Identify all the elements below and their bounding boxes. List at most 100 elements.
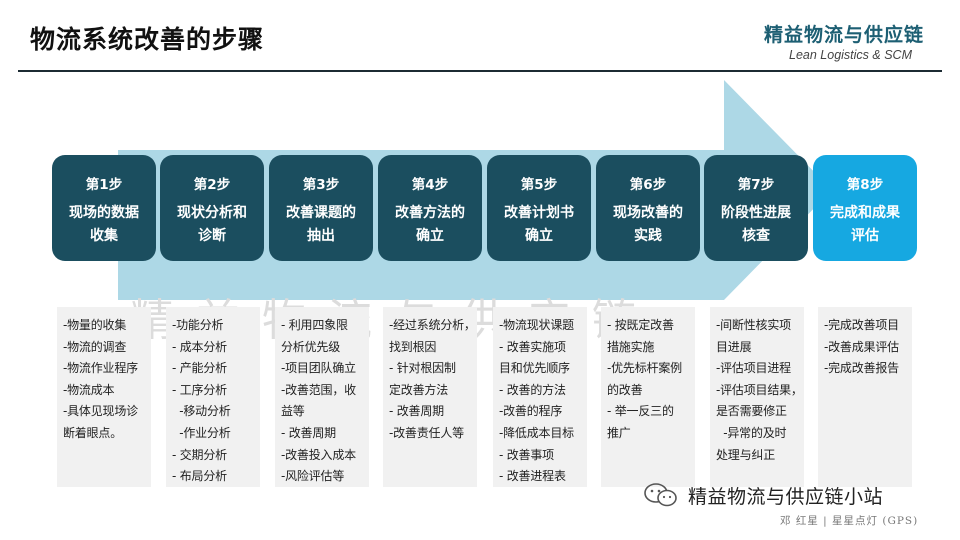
detail-item: -项目团队确立 [281, 361, 356, 376]
detail-item: -改善责任人等 [389, 425, 464, 440]
detail-item: - 针对根因制 [389, 361, 456, 376]
detail-item: -评估项目进程 [716, 361, 791, 376]
detail-item: -完成改善报告 [824, 361, 899, 376]
step-title: 核查 [742, 228, 770, 244]
step-detail-panel-2: -功能分析 - 成本分析 - 产能分析 - 工序分析 -移动分析 -作业分析 - 交期分… [166, 307, 260, 487]
detail-item: -物流的调查 [63, 339, 127, 354]
step-number: 第3步 [302, 177, 340, 193]
page-title: 物流系统改善的步骤 [30, 25, 265, 54]
step-title: 评估 [851, 228, 879, 244]
detail-item: 益等 [281, 404, 305, 419]
detail-item: -作业分析 [172, 425, 231, 440]
detail-item: -物流现状课题 [499, 318, 574, 332]
step-box-8: 第8步完成和成果评估 [813, 155, 917, 261]
detail-item: - 改善周期 [281, 425, 336, 440]
header-divider [18, 70, 942, 72]
step-title: 确立 [525, 228, 553, 244]
step-box-5: 第5步改善计划书确立 [487, 155, 591, 261]
detail-item: -改善成果评估 [824, 339, 899, 354]
detail-item: - 举一反三的 [607, 404, 674, 419]
detail-item: -移动分析 [172, 404, 231, 419]
step-box-1: 第1步现场的数据收集 [52, 155, 156, 261]
detail-item: -具体见现场诊 [63, 404, 138, 419]
account-name: 精益物流与供应链小站 [688, 486, 884, 508]
step-box-2: 第2步现状分析和诊断 [160, 155, 264, 261]
detail-item: 目进展 [716, 339, 752, 354]
detail-item: -功能分析 [172, 318, 224, 332]
detail-item: -评估项目结果， [716, 382, 803, 397]
step-number: 第4步 [411, 177, 449, 193]
detail-item: - 按既定改善 [607, 318, 674, 332]
step-box-7: 第7步阶段性进展核查 [704, 155, 808, 261]
step-title: 现场的数据 [69, 205, 139, 221]
detail-item: -降低成本目标 [499, 425, 574, 440]
detail-item: -改善范围，收 [281, 382, 356, 397]
detail-item: -优先标杆案例 [607, 361, 682, 376]
detail-item: -经过系统分析， [389, 318, 476, 332]
step-title: 改善课题的 [286, 205, 356, 221]
step-title: 收集 [90, 228, 118, 244]
step-title: 实践 [634, 228, 662, 244]
detail-item: -物量的收集 [63, 318, 127, 332]
detail-item: 处理与纠正 [716, 447, 776, 462]
author-credit: 邓 红星 | 星星点灯 (GPS) [780, 515, 919, 527]
detail-item: -物流成本 [63, 382, 115, 397]
detail-item: -物流作业程序 [63, 361, 138, 376]
step-detail-panel-8: -完成改善项目 -改善成果评估 -完成改善报告 [818, 307, 912, 487]
step-number: 第6步 [629, 177, 667, 193]
step-number: 第8步 [846, 177, 884, 193]
detail-item: - 改善实施项 [499, 339, 566, 354]
step-number: 第2步 [193, 177, 231, 193]
step-title: 确立 [416, 228, 444, 244]
step-title: 抽出 [307, 228, 335, 244]
step-detail-panel-7: -间断性核实项目进展 -评估项目进程 -评估项目结果， 是否需要修正 -异常的及时处理… [710, 307, 804, 487]
brand-name-en: Lean Logistics & SCM [789, 48, 912, 62]
step-title: 改善方法的 [395, 205, 465, 221]
detail-item: - 布局分析 [172, 469, 227, 484]
step-detail-panel-3: - 利用四象限分析优先级 -项目团队确立 -改善范围，收益等 - 改善周期 -改善投入成… [275, 307, 369, 487]
step-box-4: 第4步改善方法的确立 [378, 155, 482, 261]
step-title: 完成和成果 [830, 205, 900, 221]
step-number: 第1步 [85, 177, 123, 193]
detail-item: 推广 [607, 425, 631, 440]
step-title: 改善计划书 [504, 205, 574, 221]
step-box-6: 第6步现场改善的实践 [596, 155, 700, 261]
detail-item: 措施实施 [607, 339, 655, 354]
step-detail-panel-6: - 按既定改善措施实施 -优先标杆案例的改善 - 举一反三的推广 [601, 307, 695, 487]
detail-item: 的改善 [607, 382, 643, 397]
detail-item: -异常的及时 [716, 425, 787, 440]
detail-item: -风险评估等 [281, 469, 345, 484]
step-number: 第7步 [737, 177, 775, 193]
detail-item: 分析优先级 [281, 339, 341, 354]
step-detail-panel-1: -物量的收集 -物流的调查 -物流作业程序 -物流成本 -具体见现场诊断着眼点。 [57, 307, 151, 487]
step-box-3: 第3步改善课题的抽出 [269, 155, 373, 261]
detail-item: -改善的程序 [499, 404, 563, 419]
step-title: 诊断 [198, 228, 226, 244]
detail-item: - 交期分析 [172, 447, 227, 462]
step-row: 第1步现场的数据收集第2步现状分析和诊断第3步改善课题的抽出第4步改善方法的确立… [52, 155, 917, 261]
detail-item: - 改善事项 [499, 447, 554, 462]
step-title: 现状分析和 [177, 205, 247, 221]
detail-item: - 改善周期 [389, 404, 444, 419]
detail-item: - 改善的方法 [499, 382, 566, 397]
step-number: 第5步 [520, 177, 558, 193]
detail-item: -间断性核实项 [716, 318, 791, 332]
detail-item: 定改善方法 [389, 382, 449, 397]
detail-item: 找到根因 [389, 339, 437, 354]
detail-item: -改善投入成本 [281, 447, 356, 462]
detail-item: - 改善进程表 [499, 469, 566, 484]
detail-item: - 产能分析 [172, 361, 227, 376]
step-title: 现场改善的 [613, 205, 683, 221]
brand-name-cn: 精益物流与供应链 [763, 24, 924, 46]
step-detail-panel-4: -经过系统分析， 找到根因 - 针对根因制定改善方法 - 改善周期 -改善责任人等 [383, 307, 477, 487]
detail-item: -完成改善项目 [824, 318, 899, 332]
step-title: 阶段性进展 [721, 205, 791, 221]
detail-item: 是否需要修正 [716, 404, 787, 419]
wechat-icon [644, 483, 677, 507]
step-detail-panel-5: -物流现状课题 - 改善实施项目和优先顺序 - 改善的方法 -改善的程序 -降低成本目标… [493, 307, 587, 487]
detail-item: - 成本分析 [172, 339, 227, 354]
detail-item: - 利用四象限 [281, 318, 348, 332]
detail-item: - 工序分析 [172, 382, 227, 397]
detail-item: 目和优先顺序 [499, 361, 570, 376]
detail-item: 断着眼点。 [63, 425, 123, 440]
